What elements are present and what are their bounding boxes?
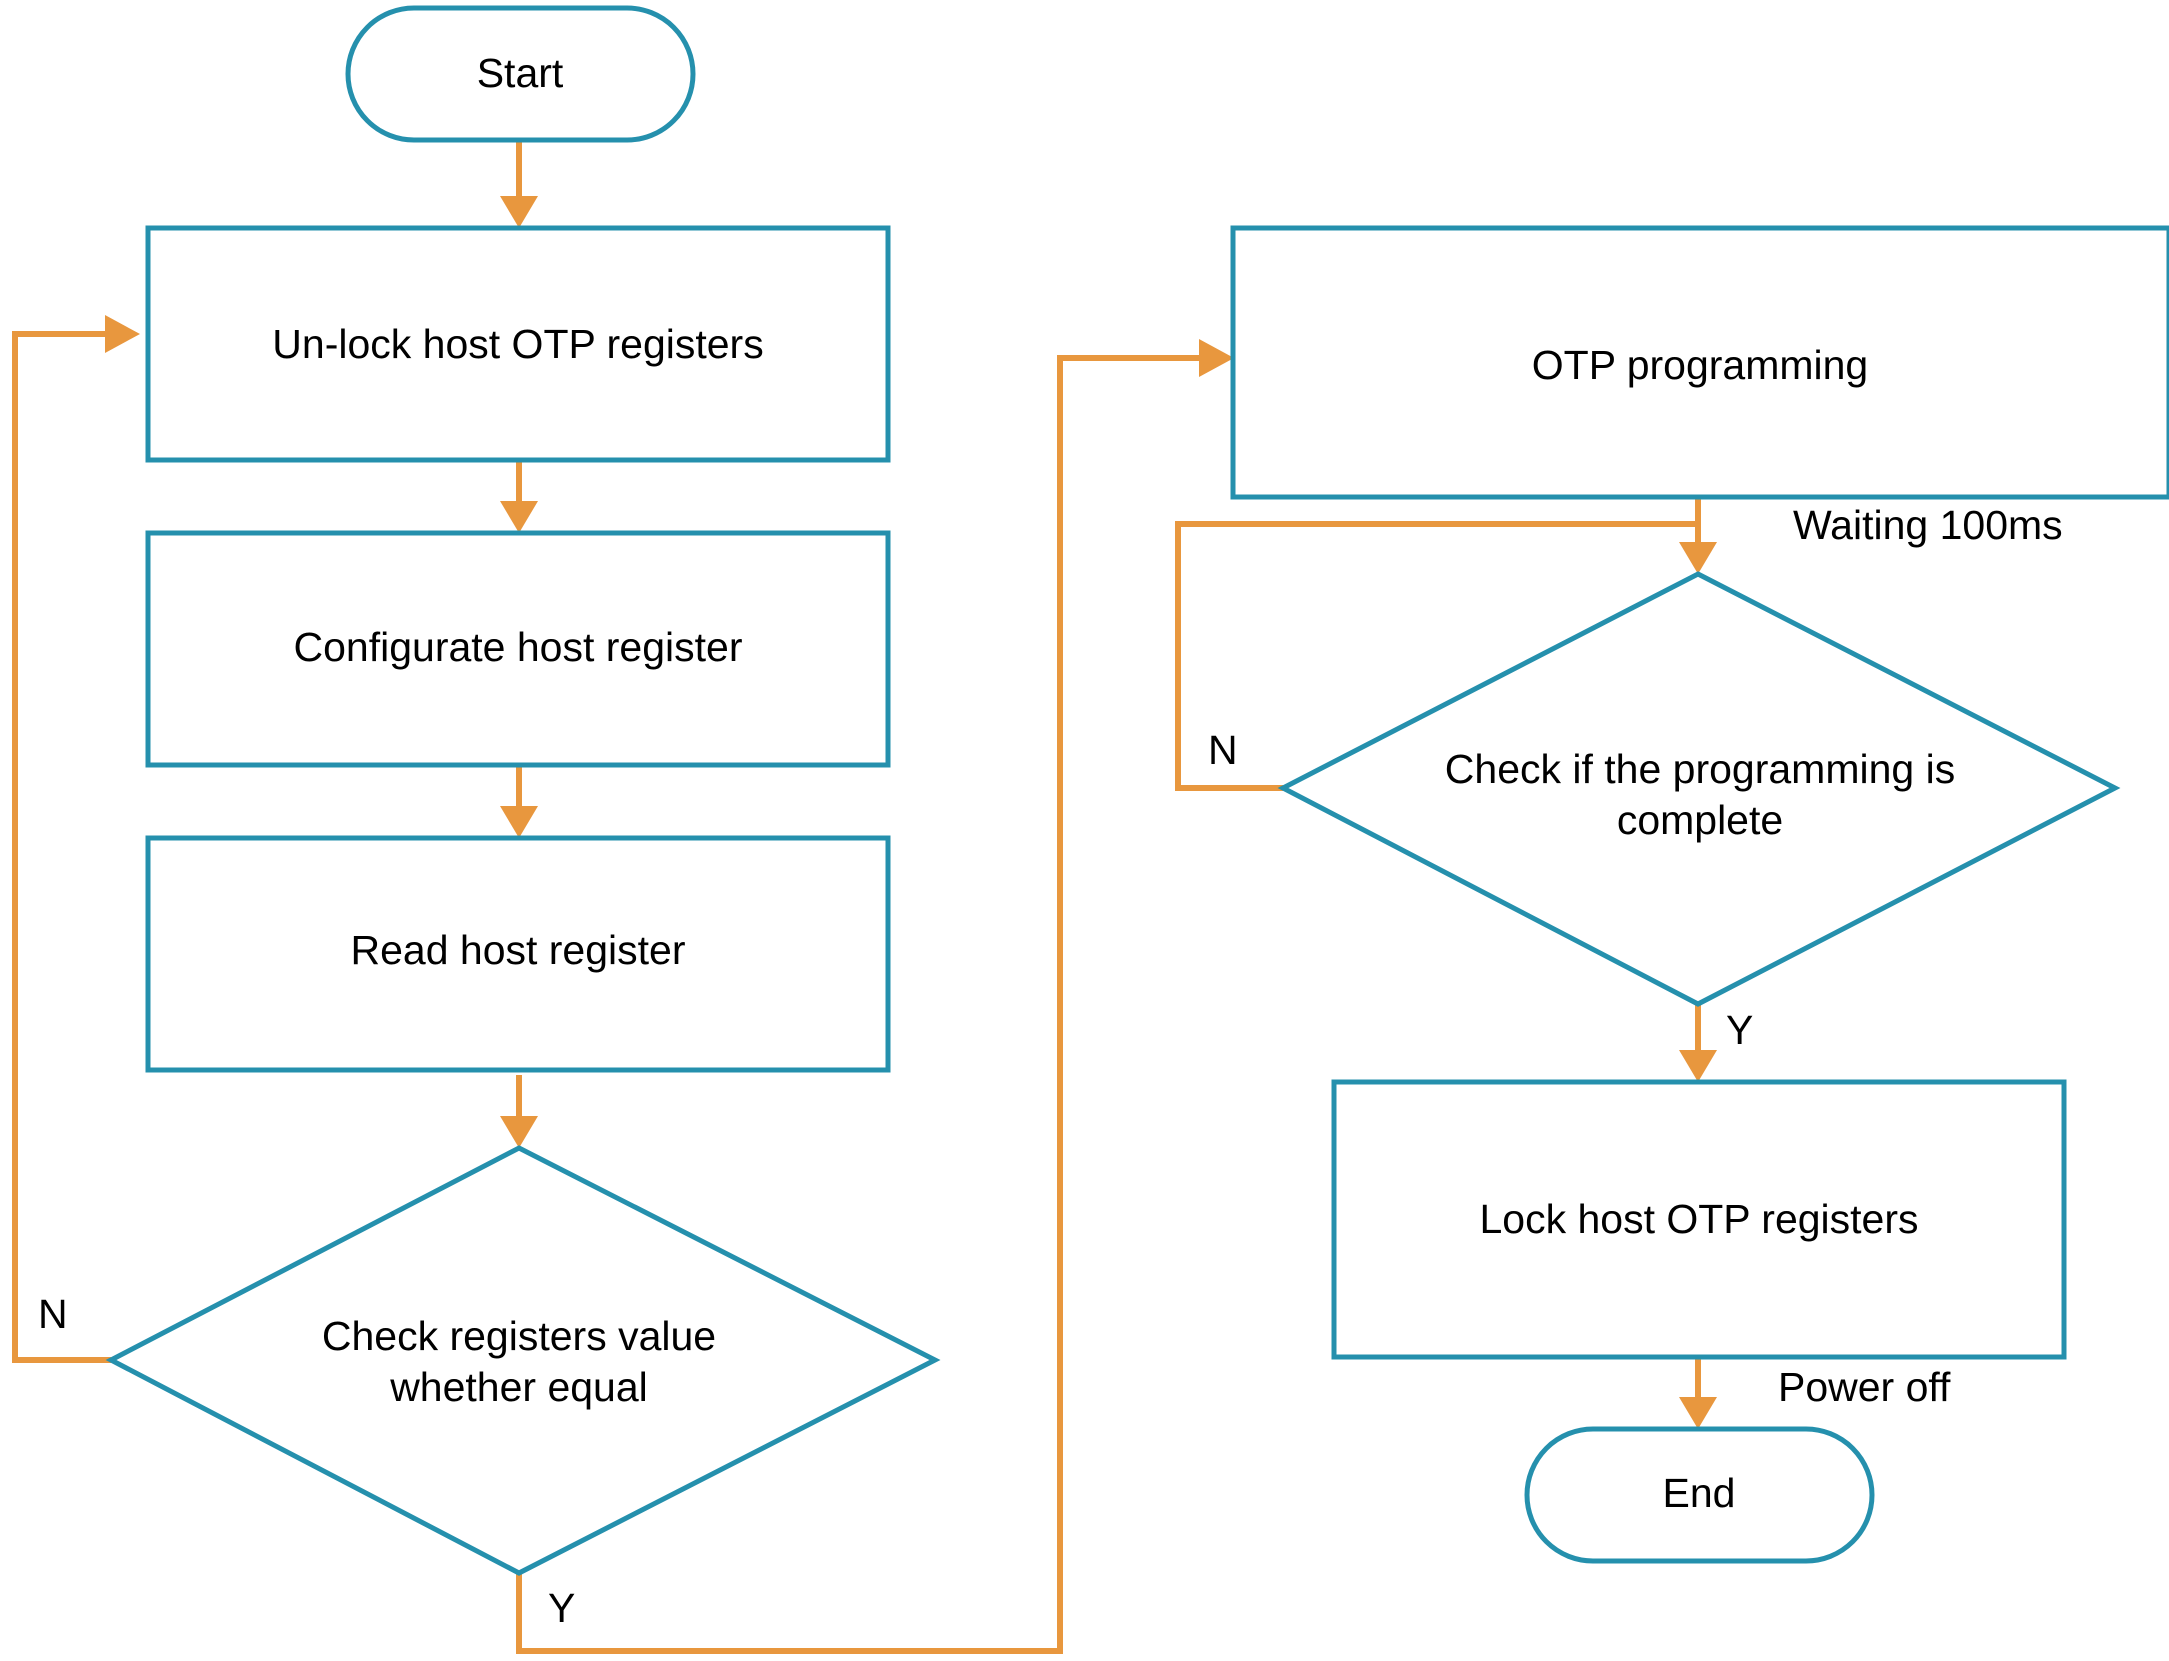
node-check-equal-label-line1: Check registers value [322, 1313, 716, 1359]
edge-label-power-off: Power off [1778, 1364, 1951, 1410]
edge-check-done-yes-to-lock [1679, 1004, 1717, 1082]
edge-label-check-equal-yes: Y [548, 1585, 575, 1631]
edge-label-check-done-yes: Y [1726, 1007, 1753, 1053]
node-check-equal-label-line2: whether equal [389, 1364, 648, 1410]
node-lock-host-otp-registers[interactable]: Lock host OTP registers [1331, 1079, 2067, 1360]
node-configurate-host-register[interactable]: Configurate host register [145, 530, 891, 768]
node-end[interactable]: End [1524, 1426, 1875, 1564]
node-otp-program-label: OTP programming [1532, 342, 1868, 388]
edge-lock-to-end [1679, 1357, 1717, 1429]
edge-unlock-to-configure [500, 460, 538, 533]
node-check-done-label-line1: Check if the programming is [1445, 746, 1955, 792]
node-check-programming-complete[interactable]: Check if the programming is complete [1277, 571, 2121, 1007]
edge-label-waiting-100ms: Waiting 100ms [1793, 502, 2063, 548]
node-unlock-host-otp-registers[interactable]: Un-lock host OTP registers [145, 225, 891, 463]
node-otp-programming[interactable]: OTP programming [1230, 225, 2169, 500]
node-check-done-label-line2: complete [1617, 797, 1783, 843]
node-start[interactable]: Start [345, 5, 696, 143]
node-end-label: End [1663, 1470, 1736, 1516]
edge-read-to-check-equal [500, 1075, 538, 1148]
edge-configure-to-read [500, 765, 538, 838]
edge-label-check-done-no: N [1208, 727, 1238, 773]
edge-start-to-unlock [500, 140, 538, 228]
node-read-host-register[interactable]: Read host register [145, 835, 891, 1073]
edge-label-check-equal-no: N [38, 1291, 68, 1337]
node-configure-label: Configurate host register [294, 624, 743, 670]
node-check-registers-value[interactable]: Check registers value whether equal [105, 1145, 941, 1576]
node-start-label: Start [477, 50, 564, 96]
edge-check-equal-no-to-unlock [12, 315, 140, 1363]
edge-check-done-no-to-otp [1175, 521, 1698, 791]
edge-check-equal-yes-to-otp [516, 339, 1234, 1654]
node-lock-label: Lock host OTP registers [1479, 1196, 1918, 1242]
node-read-label: Read host register [350, 927, 685, 973]
edge-otp-to-check-done [1679, 497, 1717, 574]
node-unlock-label: Un-lock host OTP registers [272, 321, 763, 367]
